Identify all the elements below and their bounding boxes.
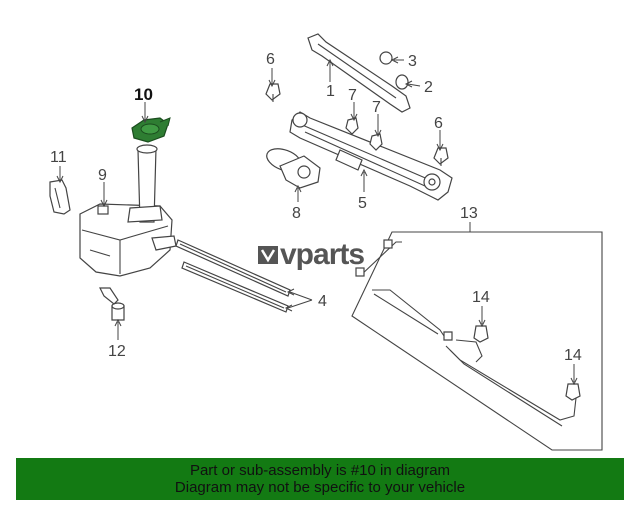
watermark: vparts — [258, 236, 386, 272]
callout-leaders — [56, 56, 578, 386]
callout-8: 8 — [292, 205, 301, 222]
watermark-logo-icon — [258, 246, 278, 264]
wiper-linkage-assembly — [289, 111, 453, 201]
callout-14-lower: 14 — [564, 347, 582, 364]
banner-line-2: Diagram may not be specific to your vehi… — [174, 479, 466, 496]
info-banner: Part or sub-assembly is #10 in diagram D… — [16, 458, 624, 500]
nut — [379, 51, 393, 65]
filler-neck — [127, 144, 163, 223]
check-valve-lower — [565, 383, 581, 401]
callout-3: 3 — [408, 53, 417, 70]
callout-6-left: 6 — [266, 51, 275, 68]
check-valve-upper — [473, 325, 489, 343]
callout-4: 4 — [318, 293, 327, 310]
callout-6-right: 6 — [434, 115, 443, 132]
callout-11: 11 — [50, 149, 67, 166]
reservoir-cap-highlighted — [131, 117, 171, 143]
callout-2: 2 — [424, 79, 433, 96]
clip-left — [345, 117, 359, 135]
banner-line-1: Part or sub-assembly is #10 in diagram — [189, 462, 451, 479]
callout-7-left: 7 — [348, 87, 357, 104]
callout-13: 13 — [460, 205, 478, 222]
callout-5: 5 — [358, 195, 367, 212]
callout-10: 10 — [134, 85, 153, 104]
callout-12: 12 — [108, 343, 126, 360]
callout-9: 9 — [98, 167, 107, 184]
wiper-motor — [266, 148, 321, 189]
wiper-arm — [307, 33, 411, 113]
bolt-left — [265, 83, 281, 102]
bolt-right — [433, 147, 449, 166]
wiper-blades — [175, 239, 291, 313]
callout-1: 1 — [326, 83, 335, 100]
bracket — [49, 179, 71, 215]
cap — [395, 74, 409, 90]
washer-pump — [99, 287, 125, 321]
watermark-text: vparts — [280, 238, 365, 271]
callout-7-right: 7 — [372, 99, 381, 116]
callout-14-upper: 14 — [472, 289, 490, 306]
washer-hose-kit — [351, 231, 603, 451]
parts-diagram: 1 2 3 4 5 6 6 7 7 8 9 10 11 12 13 14 14 — [49, 33, 603, 451]
